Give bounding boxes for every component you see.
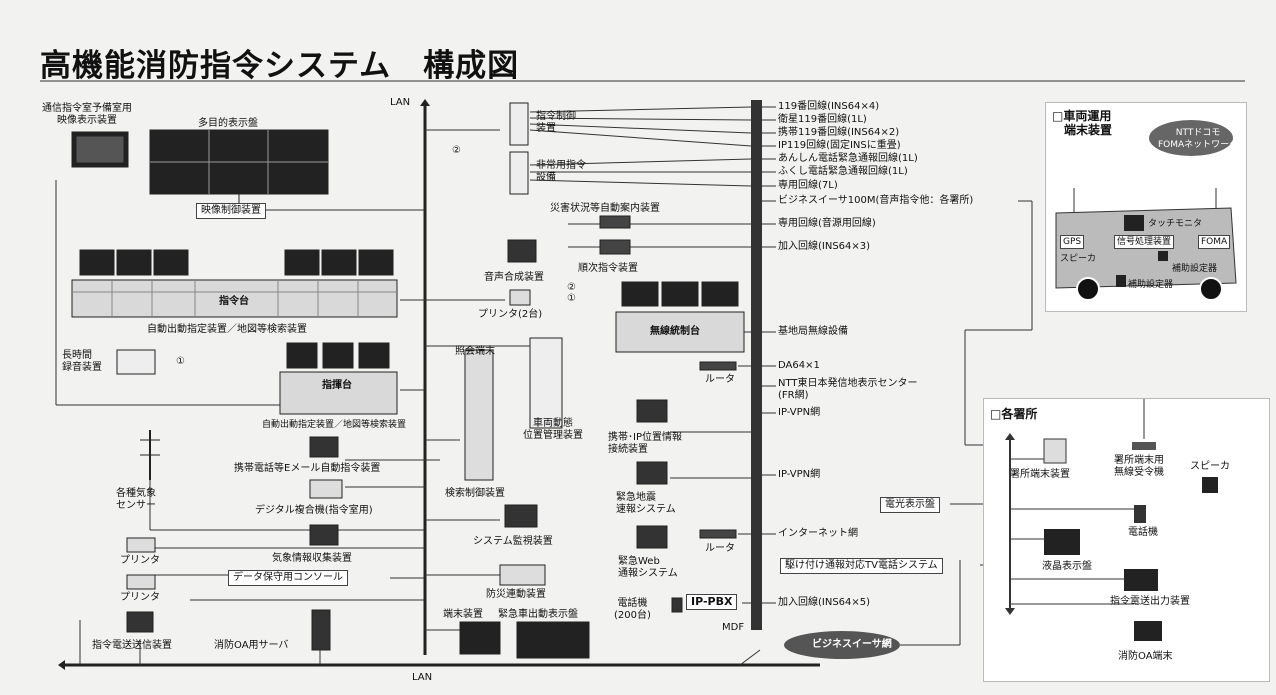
disaster-guide-label: 災害状況等自動案内装置 [550,203,660,214]
gps-label: GPS [1060,235,1085,249]
electric-board-label: 電光表示盤 [880,497,940,513]
station-illustration [1005,399,1218,641]
terminal-device-label: 端末装置 [443,609,483,620]
sequential-dispatch-label: 順次指令装置 [578,263,638,274]
line-label: 衛星119番回線(1L) [778,114,867,125]
line-label: 加入回線(INS64×5) [778,597,871,608]
page-title: 高機能消防指令システム 構成図 [40,48,520,84]
lan-label-bottom: LAN [412,672,433,683]
circle-two-top: ② [452,145,461,156]
line-label: インターネット網 [778,528,858,539]
vehicle-display-label: 緊急車出動表示盤 [498,609,578,620]
printer-2units-label: プリンタ(2台) [478,309,543,320]
line-label: 119番回線(INS64×4) [778,101,880,112]
line-label: IP-VPN網 [778,407,821,418]
mdf-label: MDF [722,622,745,633]
station-terminal-label: 署所端末装置 [1010,469,1070,480]
line-label: 専用回線(音源用回線) [778,218,876,229]
command-output-label: 指令電送出力装置 [1110,596,1190,607]
station-panel-title: □各署所 [990,407,1038,421]
search-control-label: 検索制御装置 [445,488,505,499]
lcd-display-label: 液晶表示盤 [1042,561,1092,572]
aux-setter-label-2: 補助設定器 [1128,280,1174,290]
oa-server-label: 消防OA用サーバ [214,640,289,651]
router-label-2: ルータ [705,543,735,554]
line-label: IP-VPN網 [778,469,821,480]
dispatch-control-label: 指令制御 装置 [536,111,576,134]
web-alert-label: 緊急Web 通報システム [618,556,678,579]
line-label: NTT東日本発信地表示センター (FR網) [778,378,918,401]
touch-monitor-label: タッチモニタ [1148,219,1203,229]
vehicle-speaker-label: スピーカ [1060,254,1097,264]
auto-dispatch-label-1: 自動出動指定装置／地図等検索装置 [147,324,307,335]
oa-terminal-label: 消防OA端末 [1118,651,1173,662]
lan-label-top: LAN [390,97,411,108]
line-label: ふくし電話緊急通報回線(1L) [778,166,908,177]
vehicle-panel-title: □車両運用 端末装置 [1052,109,1113,137]
emergency-dispatch-label: 非常用指令 設備 [536,160,586,183]
line-label: IP119回線(固定INSに重畳) [778,140,901,151]
printer-label-1: プリンタ [120,555,160,566]
quake-alert-label: 緊急地震 速報システム [616,492,676,515]
weather-sensor-label: 各種気象 センサー [116,488,156,511]
circle-one-left: ① [176,356,185,367]
line-label: ビジネスイーサ100M(音声指令他：各署所) [778,195,974,206]
digital-mfp-label: デジタル複合機(指令室用) [255,505,373,516]
circle-two-center: ② [567,282,576,293]
line-label: DA64×1 [778,360,820,371]
mobile-ip-label: 携帯･IP位置情報 接続装置 [608,432,682,455]
command-send-label: 指令電送送信装置 [92,640,172,651]
weather-collect-label: 気象情報収集装置 [272,553,352,564]
vehicle-mgmt-label: 車両動態 位置管理装置 [523,418,583,441]
router-label-1: ルータ [705,374,735,385]
station-speaker-label: スピーカ [1190,461,1230,472]
foma-label: FOMA [1198,235,1231,249]
station-panel: □各署所 署所端末装置 署所端末用 無線受令機 スピーカ 電話機 液晶表示盤 指… [983,398,1270,682]
phone-200-label: 電話機 (200台) [614,598,651,621]
station-phone-label: 電話機 [1128,527,1158,538]
printer-label-2: プリンタ [120,592,160,603]
tv-phone-label: 駆け付け通報対応TV電話システム [780,558,943,574]
auto-dispatch-label-2: 自動出動指定装置／地図等検索装置 [262,420,407,430]
system-monitor-label: システム監視装置 [473,536,553,547]
circle-one-center: ① [567,293,576,304]
ip-pbx-label: IP-PBX [686,594,738,610]
backup-monitor-label: 通信指令室予備室用 映像表示装置 [42,103,132,126]
radio-console-label: 無線統制台 [650,326,700,337]
voice-synth-label: 音声合成装置 [484,272,544,283]
supervisor-console-label: 指揮台 [322,380,352,391]
business-ether-cloud-label: ビジネスイーサ網 [812,639,892,650]
inquiry-terminal-label: 照会端末 [455,346,495,357]
long-recorder-label: 長時間 録音装置 [62,350,102,373]
line-label: 加入回線(INS64×3) [778,241,871,252]
mobile-email-label: 携帯電話等Eメール自動指令装置 [234,463,381,474]
line-label: 専用回線(7L) [778,180,838,191]
data-console-label: データ保守用コンソール [228,570,348,586]
line-label: あんしん電話緊急通報回線(1L) [778,153,918,164]
command-console-label: 指令台 [219,296,249,307]
line-label: 携帯119番回線(INS64×2) [778,127,900,138]
line-label: 基地局無線設備 [778,326,848,337]
aux-setter-label-1: 補助設定器 [1172,264,1218,274]
station-receiver-label: 署所端末用 無線受令機 [1114,455,1164,478]
multi-display-label: 多目的表示盤 [198,118,258,129]
vehicle-terminal-panel: □車両運用 端末装置 NTTドコモ FOMAネットワーク タッチモニタ GPS … [1045,102,1247,312]
foma-cloud-label: NTTドコモ FOMAネットワーク [1158,128,1239,150]
disaster-link-label: 防災連動装置 [486,589,546,600]
signal-processor-label: 信号処理装置 [1114,235,1175,249]
video-control-label: 映像制御装置 [196,203,266,219]
